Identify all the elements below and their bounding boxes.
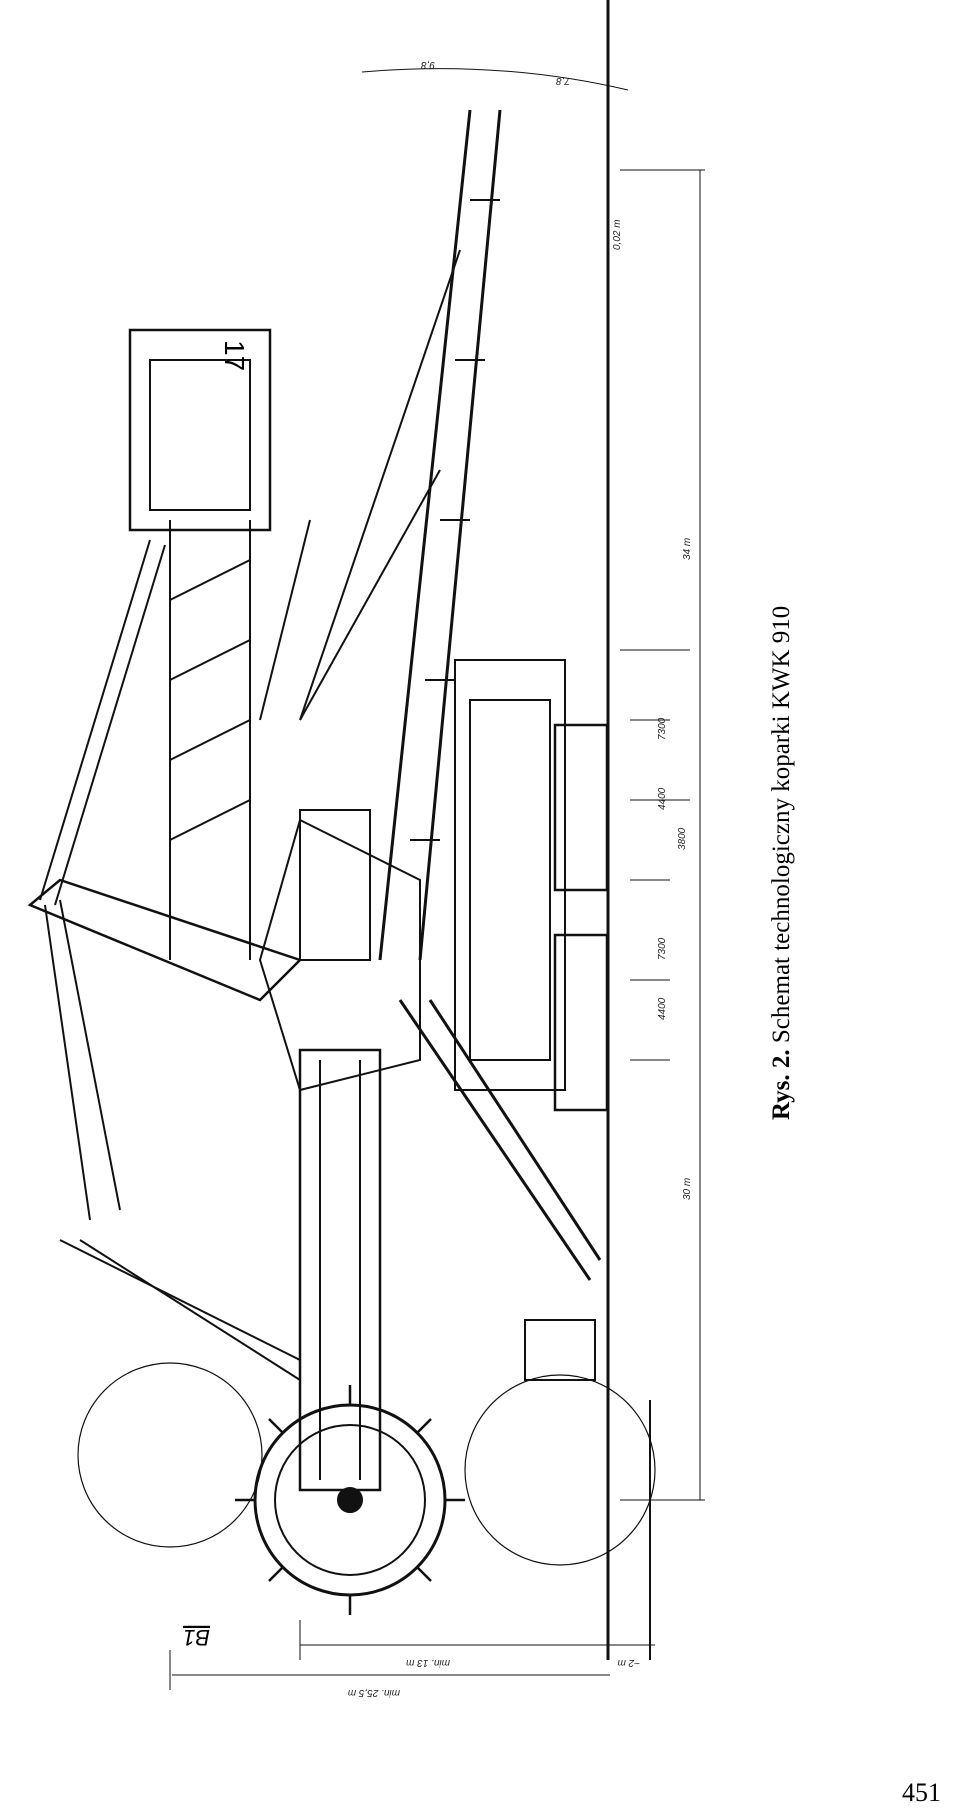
wheel-boom — [298, 1048, 382, 1492]
dim-4400-a: 4400 — [657, 787, 668, 810]
dim-002: 0,02 m — [612, 219, 623, 250]
cut-circle-upper — [77, 1362, 263, 1548]
crawler-front — [553, 723, 609, 892]
dim-2m: ~2 m — [617, 1657, 640, 1668]
discharge-boom-bot — [418, 109, 502, 961]
dim-3800: 3800 — [677, 827, 688, 850]
dim-4400-b: 4400 — [657, 997, 668, 1020]
crawler-rear — [553, 933, 609, 1112]
page-number: 451 — [902, 1778, 941, 1807]
dim-30m: 30 m — [682, 1178, 693, 1200]
section-mark: B1 — [183, 1625, 210, 1650]
bucket-teeth — [235, 1385, 465, 1615]
caption-label: Rys. 2. — [768, 1049, 795, 1120]
chassis-inner — [469, 699, 551, 1061]
dim-7-8: 7,8 — [556, 75, 570, 86]
dim-min-13: min. 13 m — [406, 1657, 450, 1668]
dim-7300-a: 7300 — [657, 717, 668, 740]
loading-boom — [398, 999, 592, 1281]
machinery-house-inner — [149, 359, 251, 511]
figure-caption: Rys. 2. Schemat technologiczny koparki K… — [748, 560, 795, 1120]
caption-text: Schemat technologiczny koparki KWK 910 — [768, 605, 795, 1050]
machinery-house — [128, 328, 272, 532]
dim-9-8: 9,8 — [421, 59, 435, 70]
dim-min-25: min. 25,5 m — [348, 1687, 400, 1698]
discharge-boom-top — [378, 109, 472, 961]
pylon — [27, 878, 303, 1002]
dim-34m: 34 m — [682, 538, 693, 560]
dim-7300-b: 7300 — [657, 937, 668, 960]
chassis — [454, 659, 566, 1091]
unit-number: 17 — [219, 340, 250, 371]
counter-weight-box — [524, 1319, 596, 1381]
cut-circle-lower — [464, 1374, 656, 1566]
cabin-tower — [299, 809, 371, 961]
